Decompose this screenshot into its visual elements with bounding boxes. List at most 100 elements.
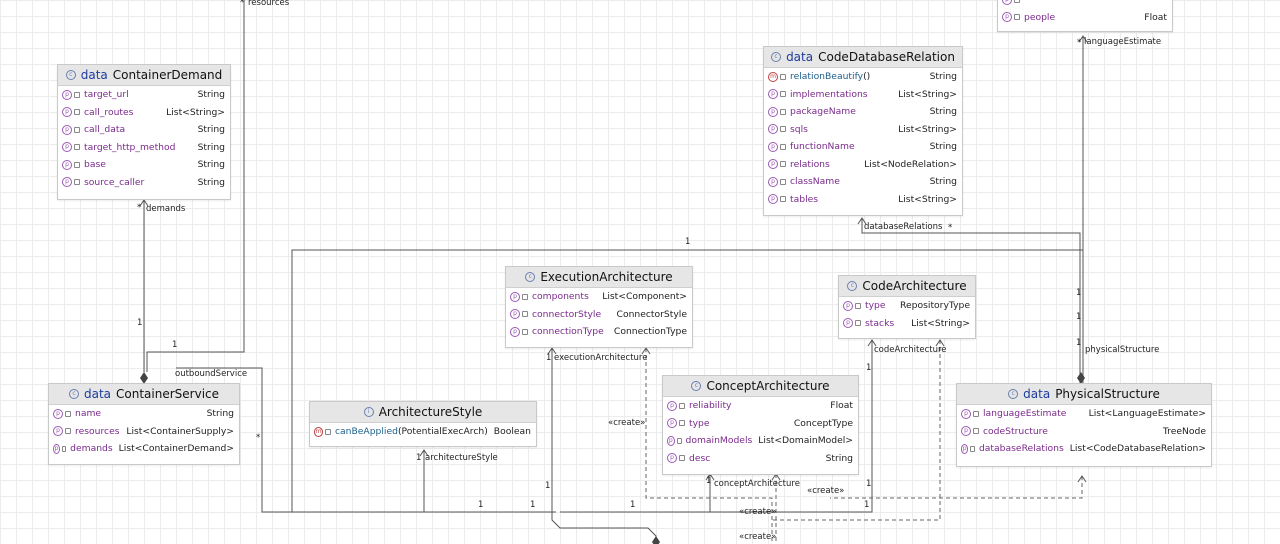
class-keyword: data <box>1023 387 1051 401</box>
label-architecture-style: architectureStyle <box>425 453 498 463</box>
lock-icon <box>679 402 685 409</box>
property-row[interactable]: p name String <box>49 405 239 423</box>
data-class-icon: c <box>65 70 76 80</box>
composition-diamond <box>1077 372 1085 384</box>
property-type: List<String> <box>911 317 970 329</box>
class-header: c data CodeDatabaseRelation <box>764 47 962 68</box>
class-name: ExecutionArchitecture <box>540 270 673 284</box>
class-keyword: data <box>80 68 108 82</box>
method-return-type: String <box>929 71 957 83</box>
lock-icon <box>973 410 979 417</box>
label-one: 1 <box>416 453 422 463</box>
class-header: c ExecutionArchitecture <box>506 267 692 288</box>
property-type: String <box>929 106 957 118</box>
class-header: c ConceptArchitecture <box>663 376 858 397</box>
lock-icon <box>325 428 331 435</box>
property-type: String <box>206 408 234 420</box>
property-name: className <box>790 176 840 188</box>
property-type: List<ContainerDemand> <box>118 443 234 455</box>
data-class-icon: c <box>68 389 79 399</box>
property-icon: p <box>768 159 778 170</box>
label-one: 1 <box>685 237 691 247</box>
lock-icon <box>65 428 71 435</box>
property-icon: p <box>667 453 677 464</box>
label-star: * <box>1077 38 1082 48</box>
property-name: name <box>75 408 102 420</box>
property-icon: p <box>53 408 63 419</box>
class-header: c data ContainerService <box>49 384 239 405</box>
property-icon: p <box>62 124 72 135</box>
label-one: 1 <box>546 353 552 363</box>
property-name: implementations <box>790 88 868 100</box>
label-one: 1 <box>530 500 536 510</box>
method-name: canBeApplied(PotentialExecArch) <box>334 426 488 438</box>
property-type: List<LanguageEstimate> <box>1088 408 1206 420</box>
class-header: i ArchitectureStyle <box>310 402 536 423</box>
interface-icon: i <box>363 407 374 417</box>
architecture-style-association <box>423 450 556 513</box>
property-type: ConnectionType <box>613 326 687 338</box>
property-name: target_url <box>84 89 129 101</box>
property-row[interactable]: p <box>998 0 1172 9</box>
lock-icon <box>780 161 786 168</box>
property-type: String <box>197 176 225 188</box>
lock-icon <box>780 196 786 203</box>
property-name: source_caller <box>84 176 145 188</box>
property-icon: p <box>843 318 853 329</box>
property-icon: p <box>53 443 60 454</box>
property-name: people <box>1024 11 1056 23</box>
property-icon: p <box>62 107 72 118</box>
property-name: domainModels <box>685 435 753 447</box>
class-header: c data ContainerDemand <box>58 65 230 86</box>
label-execution-architecture: executionArchitecture <box>554 353 648 363</box>
property-name: desc <box>689 452 711 464</box>
property-icon: p <box>961 443 969 454</box>
data-class-icon: c <box>1008 389 1019 399</box>
create-code-dependency <box>772 340 941 521</box>
property-type: String <box>929 176 957 188</box>
property-icon: p <box>62 142 72 153</box>
property-icon: p <box>667 435 675 446</box>
outbound-service-line <box>176 367 292 513</box>
lock-icon <box>61 445 67 452</box>
